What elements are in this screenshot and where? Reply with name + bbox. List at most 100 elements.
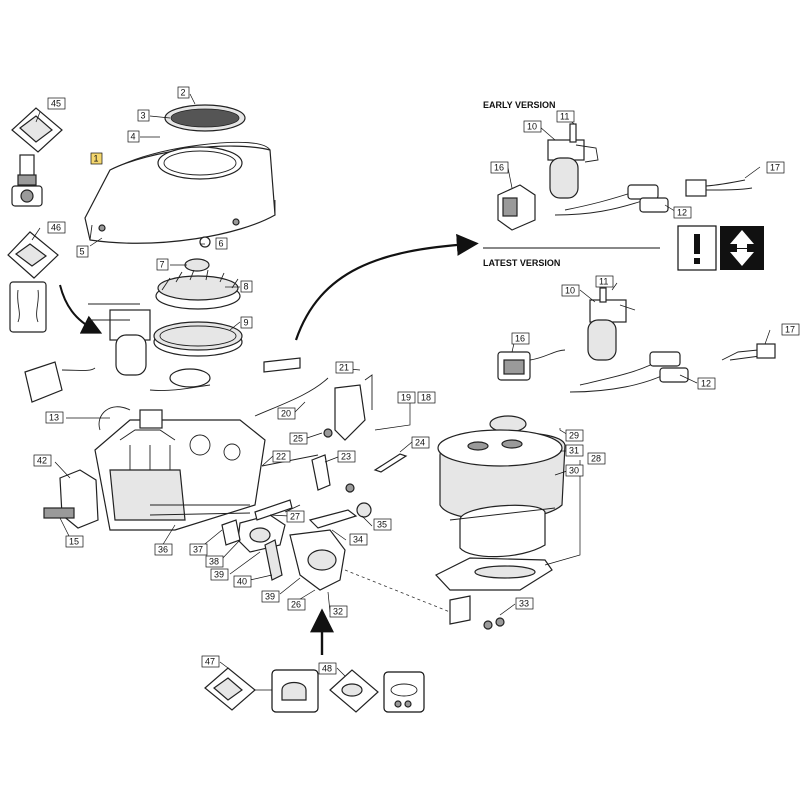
- up-arrow-icon: [730, 230, 754, 248]
- callout-text: 24: [415, 438, 425, 448]
- callout-text: 17: [770, 163, 780, 173]
- callout-29: 29: [565, 429, 584, 442]
- callout-24: 24: [411, 436, 430, 449]
- callout-27: 27: [286, 510, 305, 523]
- callout-text: 31: [569, 446, 579, 456]
- callout-text: 20: [281, 409, 291, 419]
- early-solenoid: [547, 123, 599, 199]
- mounting-line: [344, 569, 451, 613]
- early-wiring-harness: [554, 179, 753, 216]
- callout-4: 4: [127, 130, 140, 143]
- latest-wiring-harness: [569, 343, 776, 393]
- callout-text: 39: [265, 592, 275, 602]
- callout-39a: 39: [210, 568, 229, 581]
- callout-text: 10: [527, 122, 537, 132]
- callout-text: 12: [701, 379, 711, 389]
- callout-17b: 17: [781, 323, 800, 336]
- callout-text: 13: [49, 413, 59, 423]
- callout-text: 34: [353, 535, 363, 545]
- version-arrow: [294, 233, 479, 341]
- carburetor-assembly: [221, 499, 372, 591]
- kit-47: [204, 667, 319, 713]
- callout-text: 6: [219, 239, 224, 249]
- callout-text: 19: [401, 393, 411, 403]
- callout-text: 28: [591, 454, 601, 464]
- callout-12b: 12: [697, 377, 716, 390]
- callout-25: 25: [289, 432, 308, 445]
- callout-text: 42: [37, 456, 47, 466]
- callout-text: 23: [341, 452, 351, 462]
- callout-2: 2: [177, 86, 190, 99]
- callout-9: 9: [240, 316, 253, 329]
- callout-text: 10: [565, 286, 575, 296]
- callout-1: 1: [90, 152, 103, 165]
- engine-block: [94, 406, 266, 531]
- callout-16a: 16: [490, 161, 509, 174]
- callout-text: 15: [69, 537, 79, 547]
- callout-text: 29: [569, 431, 579, 441]
- callout-text: 35: [377, 520, 387, 530]
- latest-rectifier: [497, 349, 566, 381]
- callout-11b: 11: [595, 275, 614, 288]
- latest-solenoid: [587, 287, 636, 361]
- callout-leaders: [31, 93, 771, 677]
- callout-28: 28: [587, 452, 606, 465]
- callout-40: 40: [233, 575, 252, 588]
- callout-text: 38: [209, 557, 219, 567]
- callout-13: 13: [45, 411, 64, 424]
- callout-19: 19: [397, 391, 416, 404]
- callout-text: 33: [519, 599, 529, 609]
- callout-text: 26: [291, 600, 301, 610]
- callout-38: 38: [205, 555, 224, 568]
- callout-33: 33: [515, 597, 534, 610]
- callout-6: 6: [215, 237, 228, 250]
- swap-icon-box: [720, 226, 764, 270]
- callout-31: 31: [565, 444, 584, 457]
- callout-36: 36: [154, 543, 173, 556]
- callout-8: 8: [240, 280, 253, 293]
- kit-45-bag: [11, 107, 63, 207]
- callout-text: 7: [160, 260, 165, 270]
- engine-bracket: [43, 469, 99, 529]
- callout-5: 5: [76, 245, 89, 258]
- callout-text: 32: [333, 607, 343, 617]
- callout-text: 47: [205, 657, 215, 667]
- kit-46-bag: [7, 231, 59, 333]
- callout-text: 11: [599, 277, 608, 287]
- callout-18: 18: [417, 391, 436, 404]
- callout-text: 4: [131, 132, 136, 142]
- callout-text: 17: [785, 325, 795, 335]
- callout-39b: 39: [261, 590, 280, 603]
- callout-text: 5: [80, 247, 85, 257]
- callout-text: 39: [214, 570, 224, 580]
- callout-45: 45: [47, 97, 66, 110]
- warning-icon-box: [677, 225, 717, 271]
- callout-34: 34: [349, 533, 368, 546]
- callout-text: 1: [94, 154, 99, 164]
- callout-21: 21: [335, 361, 354, 374]
- rectifier-box-left: [24, 361, 211, 403]
- callout-22: 22: [272, 450, 291, 463]
- callout-42: 42: [33, 454, 52, 467]
- flywheel-assembly: [153, 236, 243, 357]
- early-version-heading: EARLY VERSION: [483, 100, 556, 110]
- callout-10a: 10: [523, 120, 542, 133]
- throttle-linkage: [254, 357, 408, 513]
- callout-text: 21: [339, 363, 349, 373]
- engine-shroud: [84, 104, 276, 244]
- callout-16b: 16: [511, 332, 530, 345]
- callout-text: 40: [237, 577, 247, 587]
- down-arrow-icon: [730, 249, 754, 266]
- callout-text: 8: [244, 282, 249, 292]
- callout-3: 3: [137, 109, 150, 122]
- callout-30: 30: [565, 464, 584, 477]
- callout-7: 7: [156, 258, 169, 271]
- callout-10b: 10: [561, 284, 580, 297]
- callout-text: 22: [276, 452, 286, 462]
- callout-11a: 11: [556, 110, 575, 123]
- callout-32: 32: [329, 605, 348, 618]
- callout-text: 48: [322, 664, 332, 674]
- callout-text: 16: [494, 163, 504, 173]
- callout-text: 11: [560, 112, 569, 122]
